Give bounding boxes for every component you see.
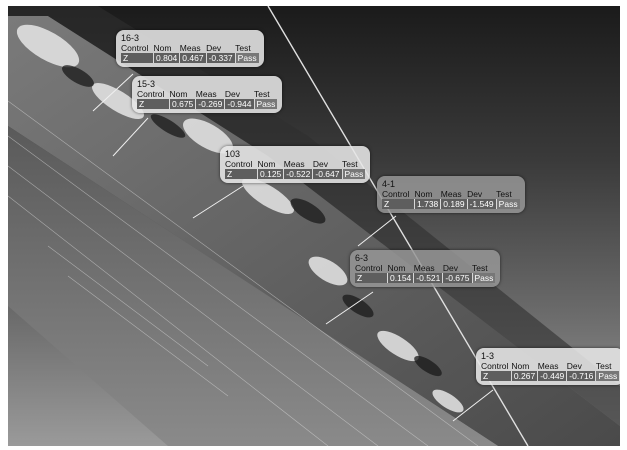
control-axis: Z [137,99,170,109]
header-dev: Dev [566,361,582,371]
nom-value: 0.675 [168,99,196,109]
callout-table: Control Nom Meas Dev Test Z 0.154 -0.521… [355,263,496,283]
header-meas: Meas [283,159,305,169]
header-nom: Nom [387,263,406,273]
callout-4-1[interactable]: 4-1 Control Nom Meas Dev Test Z 1.738 0.… [377,176,525,213]
dev-value: -0.675 [442,273,472,283]
control-axis: Z [225,169,258,179]
header-dev: Dev [206,43,222,53]
control-axis: Z [481,371,512,381]
3d-viewport[interactable]: 16-3 Control Nom Meas Dev Test Z 0.804 0… [8,6,620,446]
header-dev: Dev [224,89,241,99]
callout-table: Control Nom Meas Dev Test Z 0.804 0.467 … [121,43,259,63]
header-control: Control [137,89,165,99]
test-result: Pass [341,169,366,179]
base-plane [8,126,498,446]
callout-title: 4-1 [382,179,396,189]
meas-value: 0.189 [440,199,468,209]
control-axis: Z [121,53,154,63]
dev-value: -0.647 [312,169,342,179]
header-test: Test [496,189,512,199]
header-test: Test [342,159,358,169]
header-meas: Meas [413,263,435,273]
callout-table: Control Nom Meas Dev Test Z 0.675 -0.269… [137,89,278,109]
callout-title: 6-3 [355,253,369,263]
header-dev: Dev [312,159,329,169]
test-result: Pass [253,99,278,109]
callout-6-3[interactable]: 6-3 Control Nom Meas Dev Test Z 0.154 -0… [350,250,501,287]
meas-value: -0.269 [195,99,225,109]
nom-value: 0.125 [256,169,284,179]
control-axis: Z [382,199,415,209]
dev-value: -0.716 [566,371,596,381]
dev-value: -0.944 [224,99,254,109]
header-test: Test [235,43,251,53]
dev-value: -0.337 [205,53,236,63]
meas-value: -0.449 [537,371,567,381]
header-control: Control [225,159,253,169]
callout-title: 16-3 [121,33,140,43]
scan-surface [8,6,620,446]
callout-table: Control Nom Meas Dev Test Z 0.125 -0.522… [225,159,366,179]
header-control: Control [355,263,383,273]
header-test: Test [472,263,488,273]
header-dev: Dev [442,263,459,273]
header-dev: Dev [467,189,483,199]
meas-value: 0.467 [179,53,207,63]
header-meas: Meas [195,89,217,99]
test-result: Pass [234,53,259,63]
control-axis: Z [355,273,388,283]
header-nom: Nom [414,189,433,199]
callout-table: Control Nom Meas Dev Test Z 0.267 -0.449… [481,361,620,381]
nom-value: 0.267 [510,371,538,381]
nom-value: 1.738 [413,199,441,209]
test-result: Pass [595,371,620,381]
callout-103[interactable]: 103 Control Nom Meas Dev Test Z 0.125 -0… [220,146,371,183]
header-nom: Nom [257,159,276,169]
dev-value: -1.549 [466,199,497,209]
header-control: Control [481,361,509,371]
header-nom: Nom [511,361,530,371]
nom-value: 0.154 [386,273,414,283]
callout-title: 15-3 [137,79,156,89]
test-result: Pass [495,199,520,209]
header-nom: Nom [169,89,188,99]
test-result: Pass [471,273,496,283]
header-nom: Nom [153,43,172,53]
header-meas: Meas [537,361,559,371]
callout-1-3[interactable]: 1-3 Control Nom Meas Dev Test Z 0.267 -0… [476,348,620,385]
callout-title: 1-3 [481,351,495,361]
header-test: Test [254,89,270,99]
meas-value: -0.521 [413,273,443,283]
callout-table: Control Nom Meas Dev Test Z 1.738 0.189 … [382,189,520,209]
header-meas: Meas [440,189,462,199]
header-test: Test [595,361,612,371]
callout-title: 103 [225,149,241,159]
nom-value: 0.804 [152,53,180,63]
callout-16-3[interactable]: 16-3 Control Nom Meas Dev Test Z 0.804 0… [116,30,264,67]
callout-15-3[interactable]: 15-3 Control Nom Meas Dev Test Z 0.675 -… [132,76,283,113]
header-meas: Meas [179,43,201,53]
header-control: Control [382,189,410,199]
header-control: Control [121,43,149,53]
meas-value: -0.522 [283,169,313,179]
